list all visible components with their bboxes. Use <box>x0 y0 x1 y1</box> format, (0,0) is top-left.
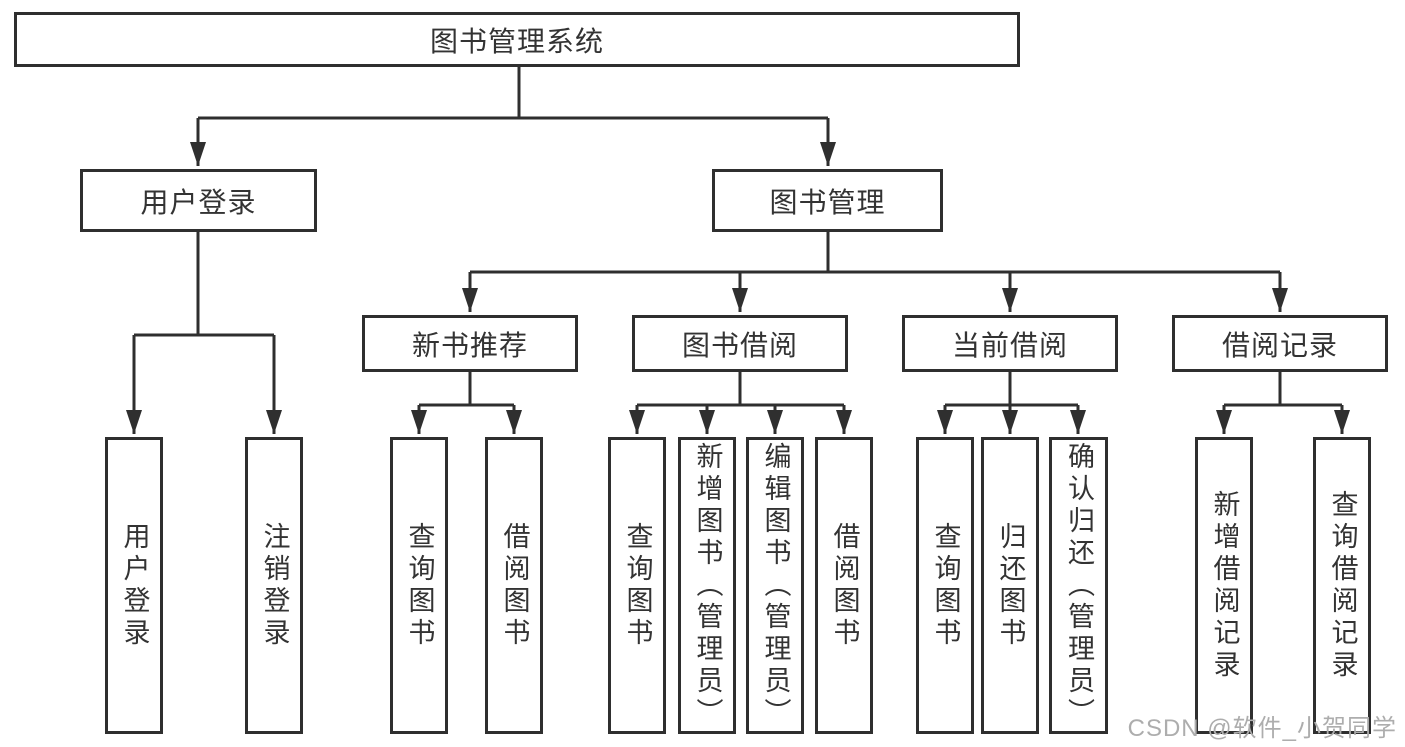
leaf-query-books-1-label: 查询图书 <box>404 521 435 650</box>
csdn-watermark: CSDN @软件_小贺同学 <box>1127 715 1397 742</box>
leaf-return-books: 归还图书 <box>981 437 1039 734</box>
leaf-user-login: 用户登录 <box>105 437 163 734</box>
node-root-system: 图书管理系统 <box>14 12 1020 67</box>
leaf-query-books-3: 查询图书 <box>916 437 974 734</box>
node-user-login: 用户登录 <box>80 169 317 232</box>
leaf-logout: 注销登录 <box>245 437 303 734</box>
leaf-query-books-2-label: 查询图书 <box>622 521 653 650</box>
leaf-query-books-1: 查询图书 <box>390 437 448 734</box>
node-book-borrow: 图书借阅 <box>632 315 848 372</box>
leaf-query-borrow-record: 查询借阅记录 <box>1313 437 1371 734</box>
leaf-user-login-label: 用户登录 <box>119 521 150 650</box>
leaf-edit-book-admin-label: 编辑图书（管理员） <box>760 441 791 730</box>
leaf-borrow-books-2-label: 借阅图书 <box>829 521 860 650</box>
leaf-edit-book-admin: 编辑图书（管理员） <box>746 437 804 734</box>
leaf-query-books-3-label: 查询图书 <box>930 521 961 650</box>
node-new-book-recommend: 新书推荐 <box>362 315 578 372</box>
leaf-borrow-books-1-label: 借阅图书 <box>499 521 530 650</box>
leaf-add-book-admin: 新增图书（管理员） <box>678 437 736 734</box>
leaf-return-books-label: 归还图书 <box>995 521 1026 650</box>
leaf-add-borrow-record: 新增借阅记录 <box>1195 437 1253 734</box>
node-borrow-records: 借阅记录 <box>1172 315 1388 372</box>
leaf-query-borrow-record-label: 查询借阅记录 <box>1327 489 1358 682</box>
leaf-borrow-books-1: 借阅图书 <box>485 437 543 734</box>
leaf-add-book-admin-label: 新增图书（管理员） <box>692 441 723 730</box>
leaf-query-books-2: 查询图书 <box>608 437 666 734</box>
leaf-confirm-return-admin: 确认归还（管理员） <box>1049 437 1108 734</box>
leaf-borrow-books-2: 借阅图书 <box>815 437 873 734</box>
node-current-borrow: 当前借阅 <box>902 315 1118 372</box>
leaf-logout-label: 注销登录 <box>259 521 290 650</box>
leaf-add-borrow-record-label: 新增借阅记录 <box>1209 489 1240 682</box>
leaf-confirm-return-admin-label: 确认归还（管理员） <box>1064 441 1094 730</box>
node-book-management: 图书管理 <box>712 169 943 232</box>
